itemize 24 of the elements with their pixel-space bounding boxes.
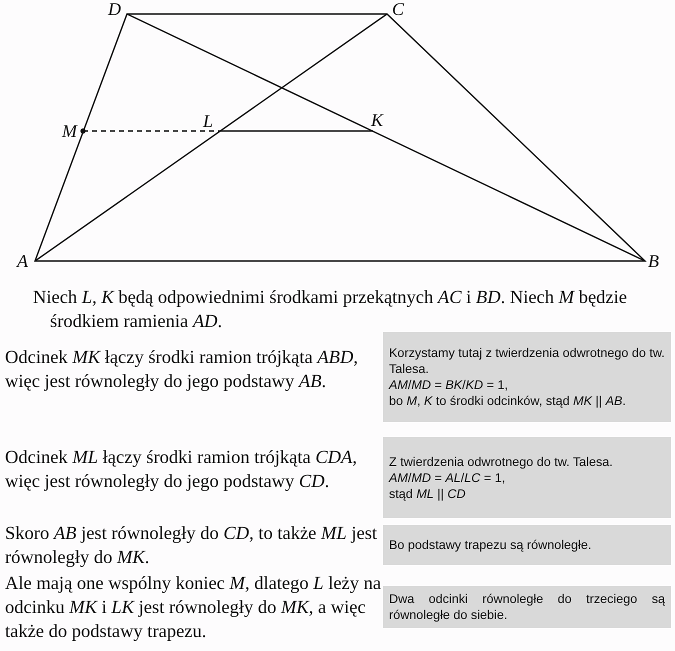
note-text: Korzystamy tutaj z twierdzenia odwrotnego do tw. Talesa. [389,345,665,377]
note-text: AM/MD = BK/KD = 1, [389,377,510,393]
point-label: L [203,112,214,130]
explanation-text: Odcinek ML łączy środki ramion trójkąta CDA, więc jest równoległy do jego podstawy CD. [5,447,358,494]
explanation-text: Odcinek MK łączy środki ramion trójkąta ABD, więc jest równoległy do jego podstawy AB. [5,347,359,394]
note-text: Z twierdzenia odwrotnego do tw. Talesa. [389,454,614,470]
explanation-text: Ale mają one wspólny koniec M, dlatego L leży na odcinku MK i LK jest równoległy do MK, a więc także do podstawy trapezu. [5,573,382,644]
note-text: Bo podstawy trapezu są równoległe. [389,537,592,553]
note-box [383,586,671,628]
note-text: Dwa odcinki równoległe do trzeciego są równoległe do siebie. [389,591,665,623]
point-label: D [108,0,121,18]
explanation-text: Niech L, K będą odpowiednimi środkami przekątnych AC i BD. Niech M będzie środkiem ramienia AD. [33,287,628,334]
point-label: M [62,122,77,140]
point-label: K [371,111,384,129]
note-text: AM/MD = AL/LC = 1, [389,470,506,486]
note-box [383,525,671,565]
explanation-text: Skoro AB jest równoległy do CD, to także ML jest równoległy do MK. [5,523,378,570]
note-text: bo M, K to środki odcinków, stąd MK || AB. [389,393,627,409]
point-label: B [648,252,659,270]
point-label: A [17,252,28,270]
note-text: stąd ML || CD [389,486,467,502]
note-box [383,332,671,422]
note-box [383,437,671,518]
point-label: C [392,0,404,18]
